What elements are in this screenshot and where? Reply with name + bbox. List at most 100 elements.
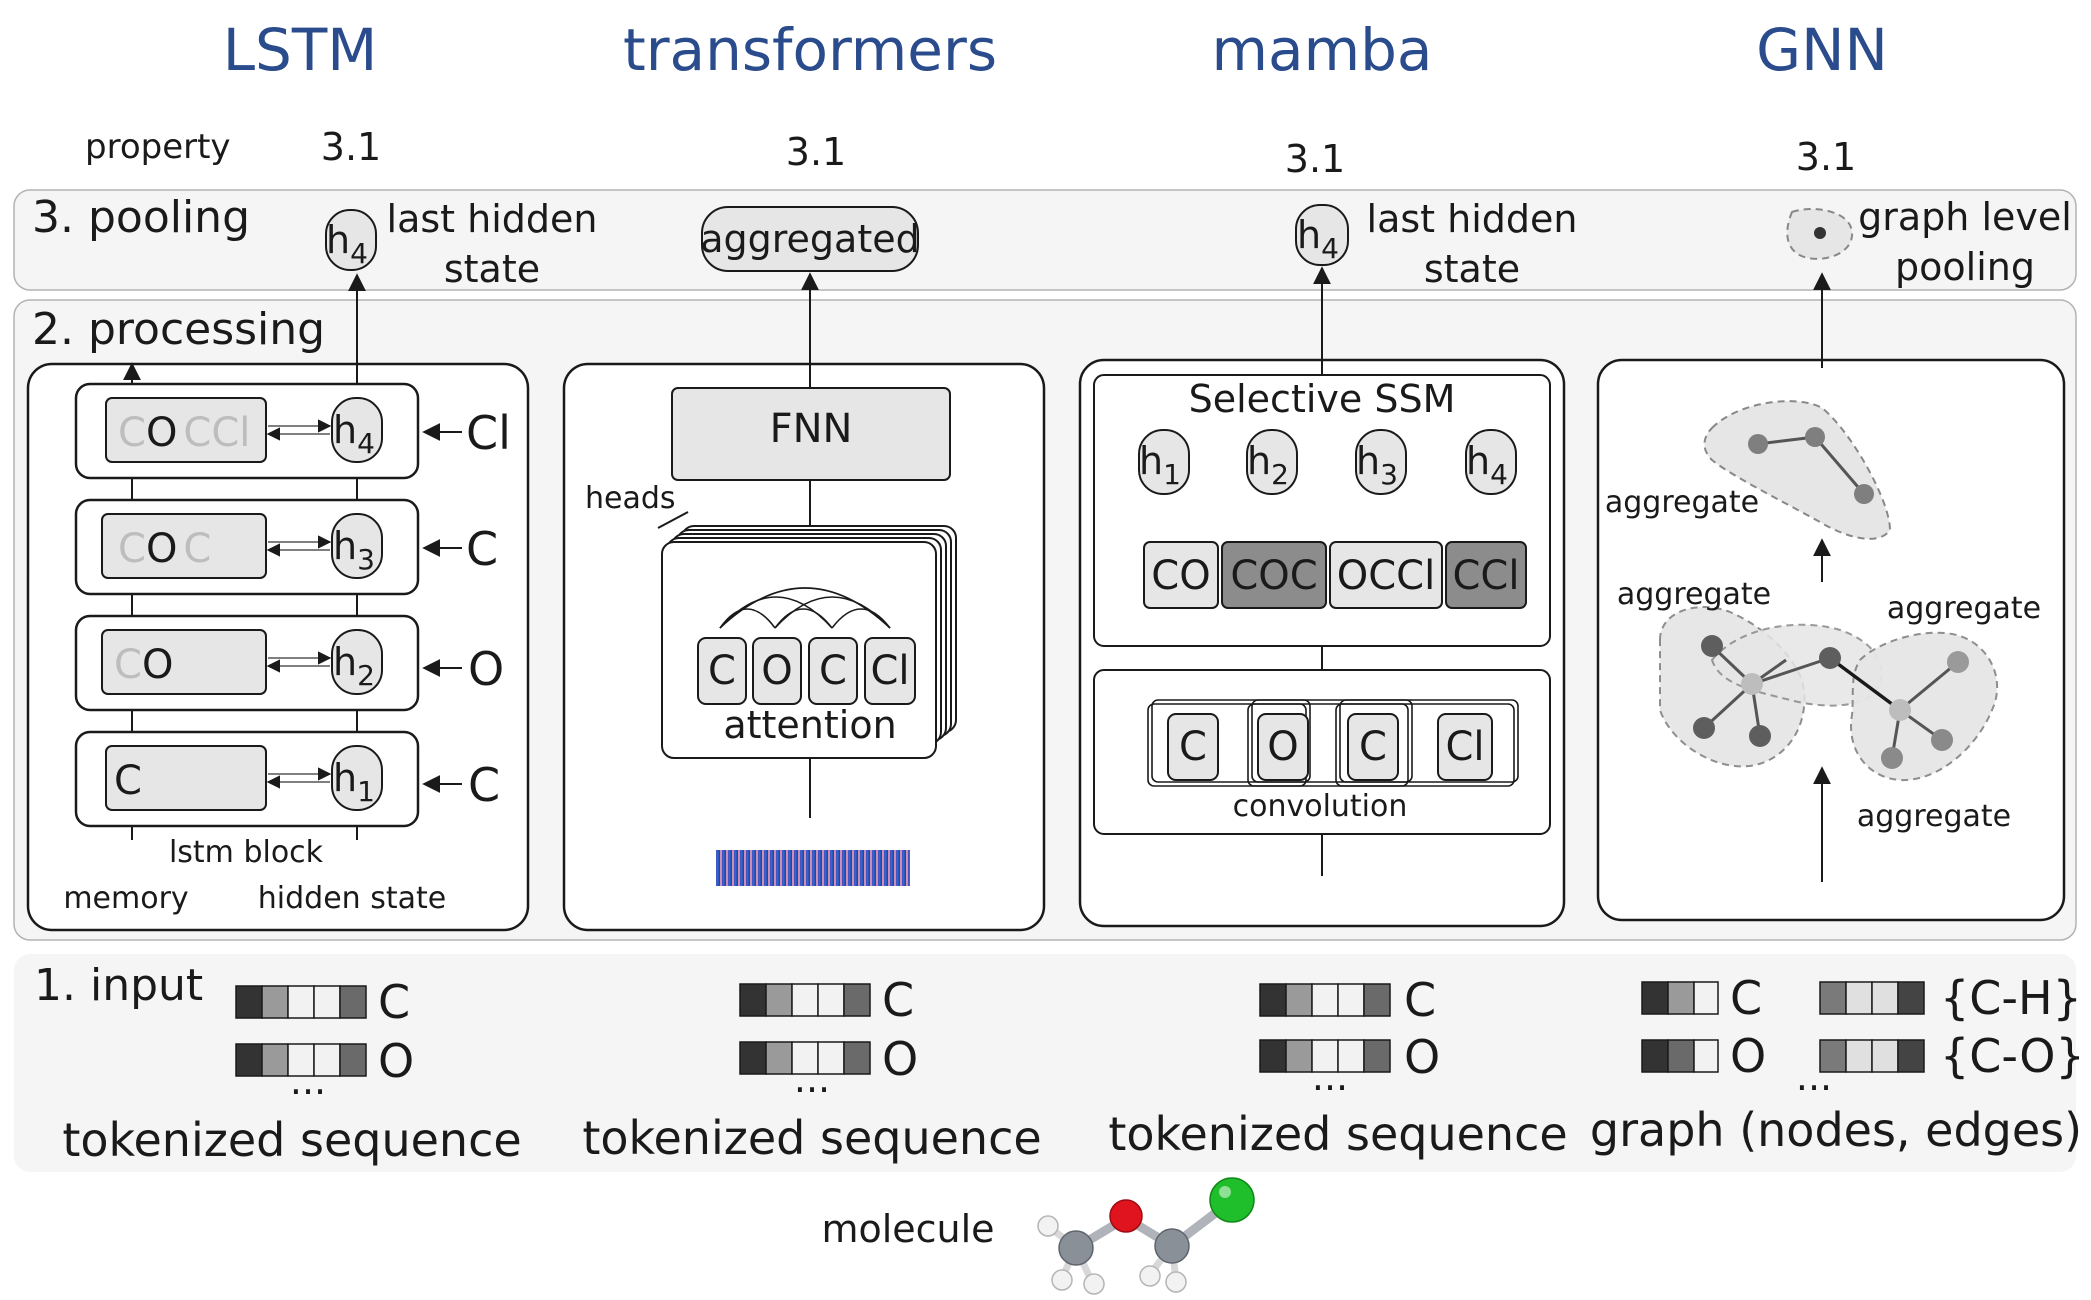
gnn-processing: aggregate xyxy=(1596,272,2066,922)
transformers-input-caption: tokenized sequence xyxy=(582,1111,1041,1165)
property-value-gnn: 3.1 xyxy=(1796,135,1856,179)
input-stage: 1. input xyxy=(14,954,2076,1172)
gnn-node-O: O xyxy=(1730,1029,1766,1083)
gnn-pooled-node xyxy=(1786,208,1854,260)
svg-text:C: C xyxy=(1359,724,1387,770)
svg-text:h4: h4 xyxy=(1297,213,1339,265)
lstm-input-token-C: C xyxy=(378,975,410,1029)
mamba-state-3: OCCl xyxy=(1329,541,1443,609)
mamba-pool-label-1: last hidden xyxy=(1367,197,1578,241)
lstm-memory-label: memory xyxy=(63,881,188,916)
svg-text:CO: CO xyxy=(114,642,173,688)
lstm-pooled-h4: h4 xyxy=(325,209,377,271)
transformers-input-token-C: C xyxy=(882,973,914,1027)
gnn-aggregated-graph xyxy=(1703,400,1892,540)
heads-label: heads xyxy=(585,481,676,516)
svg-text:FNN: FNN xyxy=(770,406,853,452)
convolution-label: convolution xyxy=(1233,789,1408,824)
transformers-input: C O ... tokenized sequence xyxy=(582,973,1041,1165)
one-hot-vector xyxy=(1259,983,1391,1017)
mamba-state-1: CO xyxy=(1143,541,1219,609)
one-hot-vector xyxy=(235,985,367,1019)
transformers-input-token-O: O xyxy=(882,1032,918,1086)
gnn-aggregate-label-bottom: aggregate xyxy=(1857,799,2011,834)
mamba-state-4: CCl xyxy=(1445,541,1527,609)
mamba-pool-label-2: state xyxy=(1424,247,1520,291)
mamba-input-token-O: O xyxy=(1404,1030,1440,1084)
attention-token-3: C xyxy=(808,637,858,705)
one-hot-vector xyxy=(1259,1039,1391,1073)
conv-token-4: Cl xyxy=(1437,713,1493,781)
property-value-transformers: 3.1 xyxy=(786,130,846,174)
gnn-aggregate-label-right: aggregate xyxy=(1887,591,2041,626)
mamba-hidden-4: h4 xyxy=(1465,429,1517,495)
lstm-pool-label-1: last hidden xyxy=(387,197,598,241)
node-feature-vector xyxy=(1641,981,1719,1015)
gnn-input: C O {C-H} {C-O} ... graph (nodes, edges) xyxy=(1590,971,2085,1157)
svg-text:h2: h2 xyxy=(1247,439,1289,491)
edge-feature-vector xyxy=(1819,1039,1925,1073)
gnn-edge-CO: {C-O} xyxy=(1940,1029,2085,1083)
svg-text:Cl: Cl xyxy=(870,648,909,694)
svg-text:COC: COC xyxy=(118,526,211,572)
gnn-edge-CH: {C-H} xyxy=(1940,971,2082,1025)
one-hot-vector xyxy=(739,1041,871,1075)
svg-text:O: O xyxy=(761,648,792,694)
gnn-aggregate-label-left: aggregate xyxy=(1617,577,1771,612)
lstm-pool-label-2: state xyxy=(444,247,540,291)
conv-token-1: C xyxy=(1167,713,1219,781)
edge-feature-vector xyxy=(1819,981,1925,1015)
pooling-stage: 3. pooling h4 last hidden state aggregat… xyxy=(13,189,2077,291)
title-gnn: GNN xyxy=(1756,16,1888,84)
svg-text:h2: h2 xyxy=(333,640,375,692)
lstm-input-token-1: C xyxy=(468,758,500,812)
selective-ssm-block: Selective SSM h1 h2 h3 h4 CO xyxy=(1093,374,1551,647)
attention-label: attention xyxy=(723,703,896,747)
svg-text:h1: h1 xyxy=(1139,439,1181,491)
lstm-input-token-4: Cl xyxy=(466,406,511,460)
mamba-hidden-3: h3 xyxy=(1355,429,1407,495)
property-value-lstm: 3.1 xyxy=(321,125,381,169)
mamba-input-caption: tokenized sequence xyxy=(1108,1107,1567,1161)
transformers-input-ellipsis: ... xyxy=(794,1057,830,1101)
gnn-molecular-graph xyxy=(1659,606,1999,782)
title-lstm: LSTM xyxy=(223,16,378,84)
stage-title-pooling: 3. pooling xyxy=(32,192,250,243)
title-transformers: transformers xyxy=(623,16,997,84)
molecule-label: molecule xyxy=(821,1207,994,1251)
transformers-aggregated-node: aggregated xyxy=(700,206,920,272)
svg-text:C: C xyxy=(708,648,736,694)
svg-text:h4: h4 xyxy=(326,218,368,270)
svg-text:COC: COC xyxy=(1230,553,1317,599)
lstm-hidden-state-label: hidden state xyxy=(258,881,446,916)
svg-text:h3: h3 xyxy=(1356,439,1398,491)
one-hot-vector xyxy=(235,1043,367,1077)
title-mamba: mamba xyxy=(1212,16,1433,84)
conv-token-3: C xyxy=(1347,713,1399,781)
gnn-node-C: C xyxy=(1730,971,1762,1025)
mamba-processing: Selective SSM h1 h2 h3 h4 CO xyxy=(1078,266,1566,928)
svg-text:C: C xyxy=(819,648,847,694)
svg-text:aggregated: aggregated xyxy=(700,217,920,261)
gnn-aggregate-label-top: aggregate xyxy=(1605,485,1759,520)
molecule-3d-model xyxy=(1037,1177,1255,1295)
lstm-input-ellipsis: ... xyxy=(290,1059,326,1103)
svg-text:CO: CO xyxy=(1151,553,1210,599)
mamba-hidden-1: h1 xyxy=(1138,429,1190,495)
mamba-hidden-2: h2 xyxy=(1246,429,1298,495)
mamba-input-token-C: C xyxy=(1404,973,1436,1027)
property-label: property xyxy=(85,127,231,167)
positional-encoding-strip xyxy=(716,850,910,886)
gnn-input-caption: graph (nodes, edges) xyxy=(1590,1103,2082,1157)
svg-text:CCl: CCl xyxy=(1453,553,1520,599)
gnn-pool-label-2: pooling xyxy=(1895,245,2035,289)
svg-text:h4: h4 xyxy=(333,408,375,460)
convolution-block: C O C Cl convolution xyxy=(1093,669,1551,835)
svg-text:h3: h3 xyxy=(333,524,375,576)
one-hot-vector xyxy=(739,983,871,1017)
lstm-input-token-O: O xyxy=(378,1034,414,1088)
